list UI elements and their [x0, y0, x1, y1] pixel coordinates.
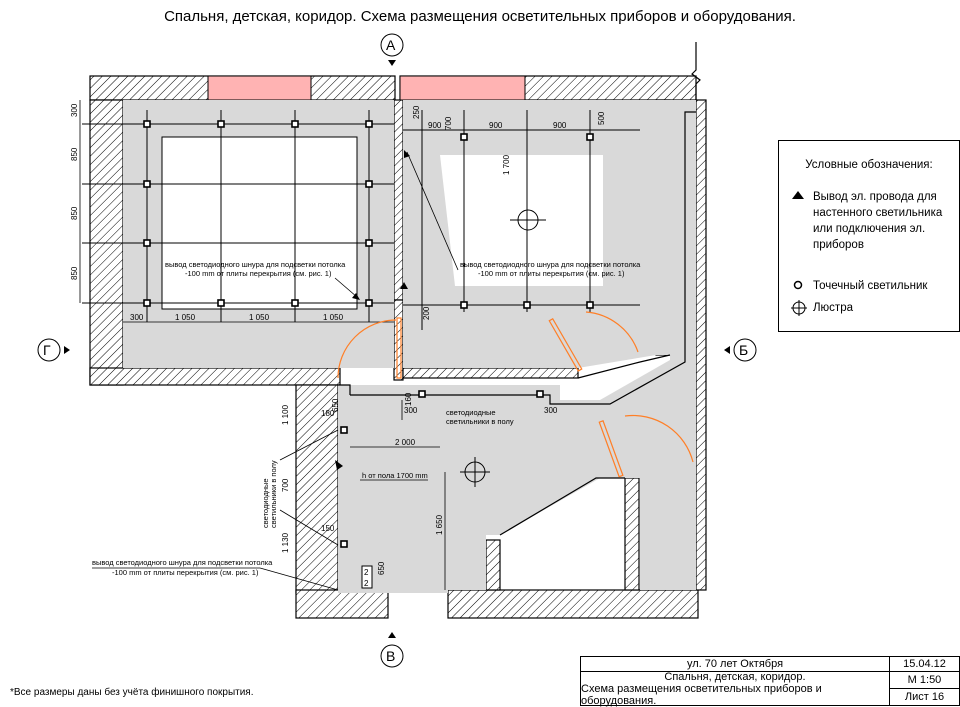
dim-corridor-1100: 1 100	[281, 404, 290, 425]
tb-rooms: Спальня, детская, коридор.	[664, 670, 806, 683]
dim-bedroom-bottom-1050c: 1 050	[323, 313, 344, 322]
note-floor-lights-1: светодиодные	[446, 408, 496, 417]
axis-right-label: Б	[739, 342, 748, 358]
dim-corridor-300-right: 300	[544, 406, 558, 415]
nursery-dimensions: 900 900 900 250 700 500 1 700 200 вывод …	[400, 105, 641, 320]
note-nursery-led-1: вывод светодиодного шнура для подсветки …	[460, 260, 641, 269]
dim-bedroom-bottom-1050b: 1 050	[249, 313, 270, 322]
dim-corridor-300-left: 300	[404, 406, 418, 415]
dim-corridor-180: 180	[321, 409, 335, 418]
legend-item-chandelier: Люстра	[791, 300, 953, 319]
dim-nursery-1700: 1 700	[502, 154, 511, 175]
tb-sheet: Лист 16	[889, 688, 960, 706]
spotlight-icon	[791, 278, 813, 295]
triangle-icon	[791, 189, 813, 204]
switch-number-1: 2	[364, 568, 369, 577]
dim-corridor-160: 160	[404, 392, 413, 406]
dim-corridor-700: 700	[281, 478, 290, 492]
dim-bedroom-850c: 850	[70, 266, 79, 280]
legend-text-triangle: Вывод эл. провода для настенного светиль…	[813, 191, 943, 251]
corridor-lights	[335, 390, 544, 548]
bedroom-dimensions: 300 850 850 850 300 1 050 1 050 1 050 вы…	[70, 100, 394, 323]
dim-bedroom-300: 300	[70, 103, 79, 117]
dim-corridor-650-top: 650	[331, 398, 340, 412]
dim-nursery-900a: 900	[428, 121, 442, 130]
note-nursery-led-2: -100 mm от плиты перекрытия (см. рис. 1)	[478, 269, 625, 278]
floors	[123, 100, 696, 593]
dim-nursery-900c: 900	[553, 121, 567, 130]
corridor-dimensions: 300 300 160 2 000 1 100 700 1 130 180 15…	[92, 392, 558, 591]
tb-scale: М 1:50	[889, 671, 960, 689]
note-bedroom-led-2: -100 mm от плиты перекрытия (см. рис. 1)	[185, 269, 332, 278]
title-block: ул. 70 лет Октября 15.04.12 Спальня, дет…	[580, 656, 960, 707]
break-line	[691, 42, 701, 100]
tb-description: Схема размещения осветительных приборов …	[581, 682, 822, 707]
tb-date: 15.04.12	[889, 656, 960, 672]
dim-nursery-900b: 900	[489, 121, 503, 130]
footnote: *Все размеры даны без учёта финишного по…	[10, 687, 254, 698]
dim-corridor-1650: 1 650	[435, 514, 444, 535]
axis-bottom-label: В	[386, 648, 395, 664]
dim-corridor-1130: 1 130	[281, 532, 290, 553]
dim-nursery-700: 700	[444, 116, 453, 130]
switch-block	[361, 565, 373, 589]
dim-nursery-500: 500	[597, 111, 606, 125]
note-floor-lights-v1: светодиодные	[261, 478, 270, 528]
note-height: h от пола 1700 mm	[362, 471, 428, 480]
dim-bedroom-bottom-1050a: 1 050	[175, 313, 196, 322]
legend-item-triangle: Вывод эл. провода для настенного светиль…	[791, 189, 953, 253]
note-floor-lights-v2: светильники в полу	[269, 460, 278, 528]
dim-bedroom-bottom-300: 300	[130, 313, 144, 322]
wall-outlines	[338, 111, 696, 536]
legend: Условные обозначения: Вывод эл. провода …	[778, 140, 960, 332]
dim-bedroom-850b: 850	[70, 206, 79, 220]
nursery-window	[399, 75, 526, 101]
axis-left-label: Г	[43, 342, 51, 358]
dim-corridor-2000: 2 000	[395, 438, 416, 447]
drawing-title: Спальня, детская, коридор. Схема размеще…	[164, 8, 796, 25]
legend-item-spotlight: Точечный светильник	[791, 278, 953, 295]
note-corridor-led-1: вывод светодиодного шнура для подсветки …	[92, 558, 273, 567]
dim-nursery-250: 250	[412, 105, 421, 119]
legend-text-spotlight: Точечный светильник	[813, 280, 928, 292]
switch-number-2: 2	[364, 579, 369, 588]
dim-bedroom-850a: 850	[70, 147, 79, 161]
bedroom-led-grid	[82, 110, 394, 322]
note-corridor-led-2: -100 mm от плиты перекрытия (см. рис. 1)	[112, 568, 259, 577]
dim-nursery-200: 200	[422, 306, 431, 320]
dim-corridor-650-bottom: 650	[377, 561, 386, 575]
dim-corridor-150: 150	[321, 524, 335, 533]
nursery-led-grid	[403, 110, 640, 330]
bedroom-window	[207, 75, 312, 101]
legend-title: Условные обозначения:	[805, 159, 933, 171]
legend-text-chandelier: Люстра	[813, 302, 853, 314]
tb-description-block: Спальня, детская, коридор. Схема размеще…	[580, 670, 890, 707]
note-bedroom-led-1: вывод светодиодного шнура для подсветки …	[165, 260, 346, 269]
axis-top-label: А	[386, 37, 396, 53]
bedroom-spotlights	[143, 120, 373, 307]
doors	[337, 311, 694, 478]
axis-markers: А В Г Б	[37, 33, 757, 668]
chandelier-icon	[791, 300, 813, 319]
note-floor-lights-2: светильники в полу	[446, 417, 514, 426]
